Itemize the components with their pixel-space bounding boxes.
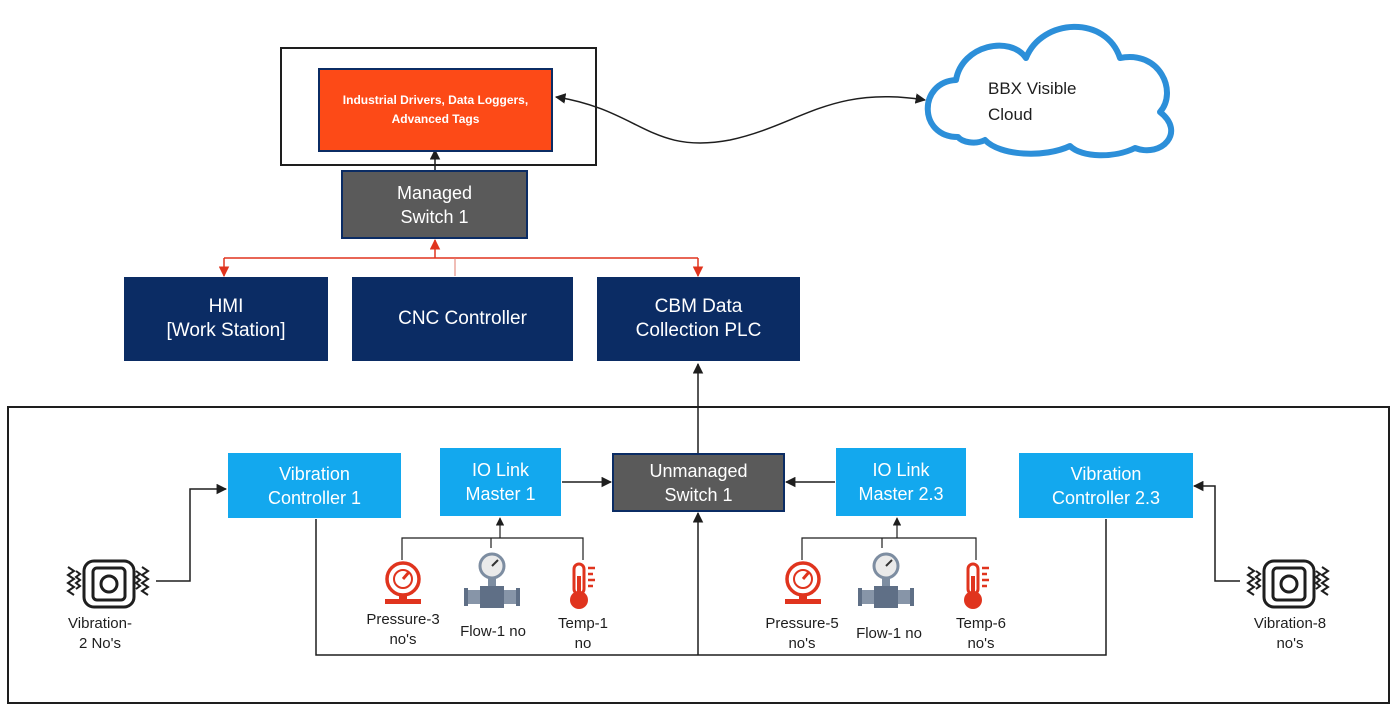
vibration-sensor-icon bbox=[1246, 559, 1330, 609]
temp-left-label: Temp-1 no bbox=[557, 615, 609, 652]
pressure-left-label: Pressure-3 no's bbox=[366, 611, 440, 648]
flow-meter-icon bbox=[858, 552, 914, 608]
thermometer-icon bbox=[964, 562, 989, 609]
plant-floor-frame bbox=[7, 406, 1390, 704]
io-link-master-1: IO Link Master 1 bbox=[440, 448, 561, 516]
line-sensors-right bbox=[801, 537, 977, 560]
unmanaged-switch: Unmanaged Switch 1 bbox=[612, 453, 785, 512]
temp-right-label: Temp-6 no's bbox=[955, 615, 1007, 652]
cbm-plc-box: CBM Data Collection PLC bbox=[597, 277, 800, 361]
cnc-controller-box: CNC Controller bbox=[352, 277, 573, 361]
vibration-controller-1: Vibration Controller 1 bbox=[228, 453, 401, 518]
cloud-label: BBX Visible Cloud bbox=[988, 79, 1077, 124]
managed-switch: Managed Switch 1 bbox=[341, 170, 528, 239]
vibration-left-label: Vibration- 2 No's bbox=[68, 615, 132, 652]
thermometer-icon bbox=[570, 562, 595, 609]
flow-left-label: Flow-1 no bbox=[460, 623, 526, 640]
hmi-box: HMI [Work Station] bbox=[124, 277, 328, 361]
vibration-controller-2: Vibration Controller 2.3 bbox=[1019, 453, 1193, 518]
gateway-box: Industrial Drivers, Data Loggers, Advanc… bbox=[318, 68, 553, 152]
line-vib-right bbox=[1192, 480, 1240, 582]
line-controller-bus bbox=[315, 519, 1107, 656]
gateway-frame bbox=[280, 47, 597, 166]
io-link-master-2: IO Link Master 2.3 bbox=[836, 448, 966, 516]
line-sensors-left bbox=[401, 537, 584, 560]
line-vib-left bbox=[156, 483, 228, 582]
flow-meter-icon bbox=[464, 552, 520, 608]
vibration-right-label: Vibration-8 no's bbox=[1253, 615, 1327, 652]
flow-right-label: Flow-1 no bbox=[856, 625, 922, 642]
pressure-gauge-icon bbox=[785, 561, 821, 604]
vibration-sensor-icon bbox=[66, 559, 150, 609]
line-gateway-cloud bbox=[554, 93, 927, 144]
pressure-gauge-icon bbox=[385, 561, 421, 604]
pressure-right-label: Pressure-5 no's bbox=[765, 615, 839, 652]
cloud-icon bbox=[924, 23, 1175, 159]
